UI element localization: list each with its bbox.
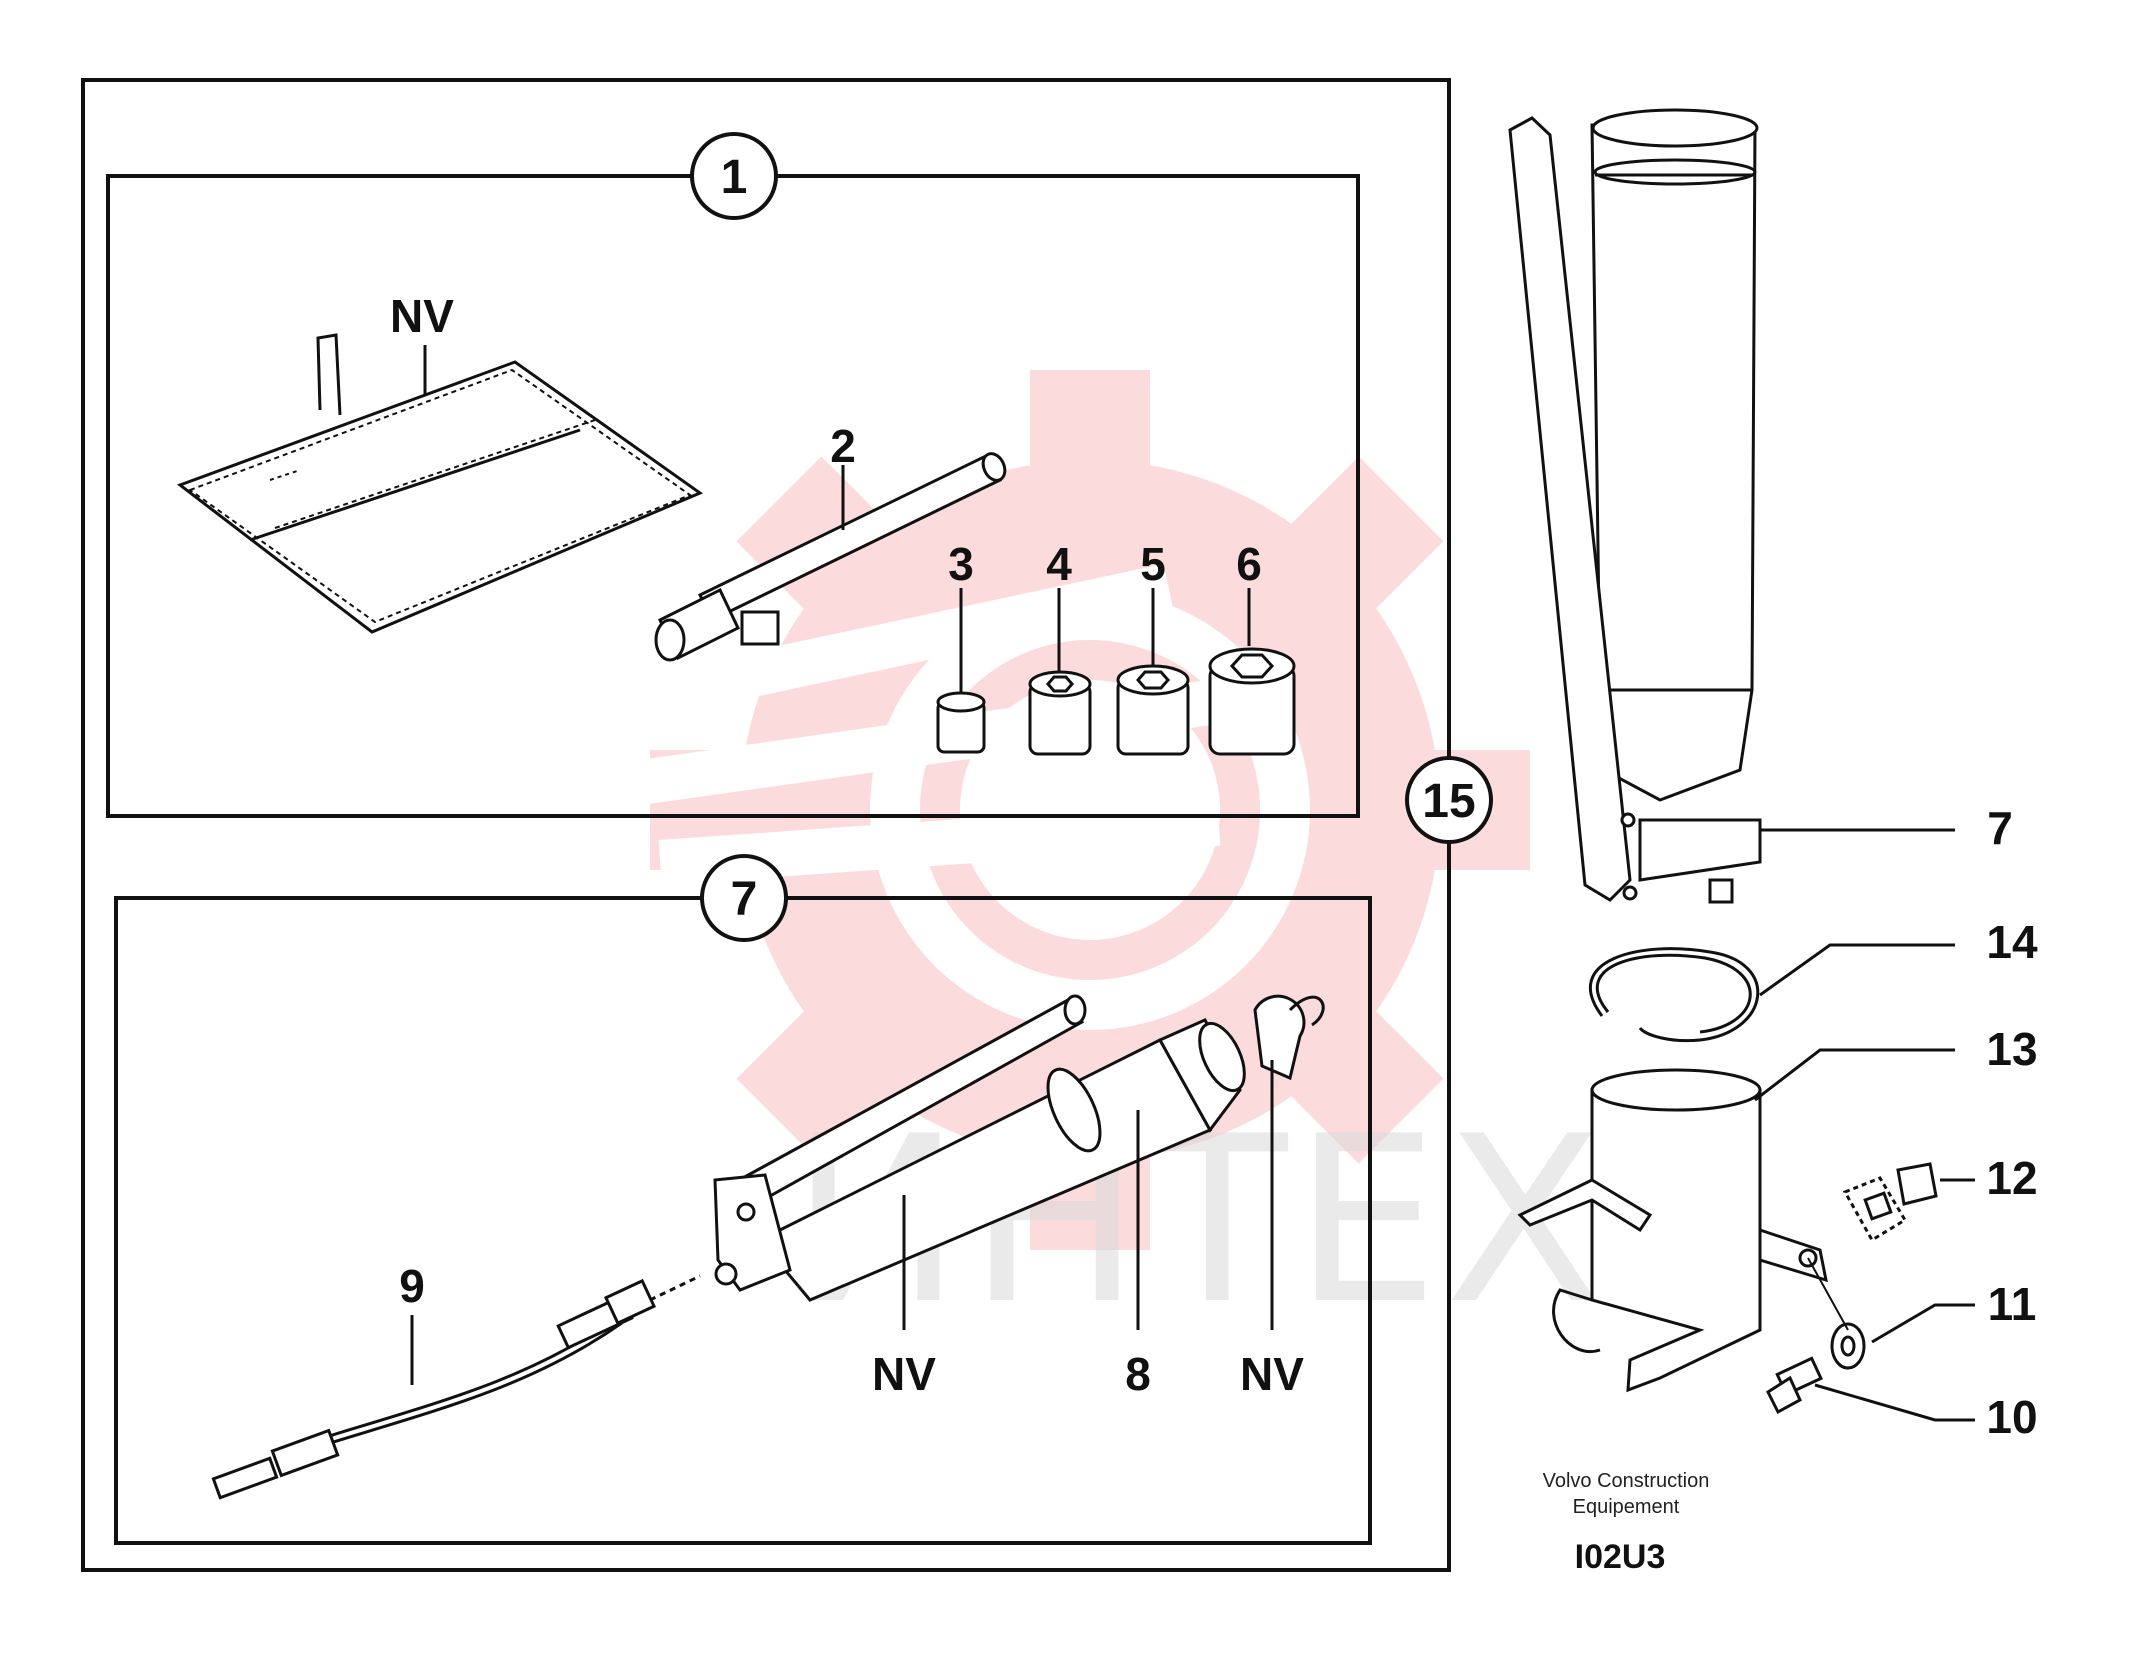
tool-bag	[176, 333, 704, 634]
leader-ring	[1759, 943, 1955, 997]
label-bolt-10: 10	[1986, 1391, 2037, 1443]
label-gun-barrel-nv: NV	[872, 1348, 936, 1400]
label-socket-3: 3	[948, 538, 974, 590]
grease-gun	[713, 994, 1325, 1302]
leader-holder	[1754, 1048, 1955, 1102]
socket-5	[1116, 664, 1190, 756]
leader-bolt	[1814, 1383, 1975, 1422]
socket-4	[1028, 670, 1092, 756]
callout-circle-15	[1405, 756, 1493, 844]
label-gun-cap-nv: NV	[1240, 1348, 1304, 1400]
holder-grease-gun	[1508, 108, 1762, 904]
label-holder-gun-7: 7	[1987, 802, 2013, 854]
hose	[211, 1274, 701, 1500]
label-socket-5: 5	[1140, 538, 1166, 590]
callout-15: 15	[1422, 775, 1475, 828]
callout-1: 1	[721, 151, 748, 204]
label-ring-14: 14	[1986, 916, 2038, 968]
label-handle-2: 2	[830, 420, 856, 472]
leader-washer	[1871, 1303, 1975, 1344]
socket-6	[1208, 647, 1296, 756]
footer-code: I02U3	[1575, 1538, 1666, 1576]
footer-manufacturer-line2: Equipement	[1573, 1496, 1680, 1518]
holder-bracket	[1517, 1068, 1828, 1393]
label-socket-6: 6	[1236, 538, 1262, 590]
label-bag-nv: NV	[390, 290, 454, 342]
clip-nut	[1842, 1162, 1938, 1243]
t-handle-wrench	[654, 452, 1007, 662]
washer	[1830, 1322, 1866, 1370]
callout-circle-7	[700, 854, 788, 942]
retaining-ring	[1588, 947, 1760, 1043]
washer-axis-line	[1807, 1257, 1849, 1331]
bolt	[1766, 1356, 1823, 1415]
label-nut-12: 12	[1986, 1152, 2037, 1204]
callout-circle-1	[690, 132, 778, 220]
footer-manufacturer-line1: Volvo Construction	[1543, 1470, 1710, 1492]
callout-7: 7	[731, 873, 758, 926]
socket-3	[936, 691, 986, 754]
label-washer-11: 11	[1988, 1278, 2037, 1330]
label-holder-13: 13	[1986, 1023, 2037, 1075]
label-hose-9: 9	[399, 1260, 425, 1312]
label-socket-4: 4	[1046, 538, 1072, 590]
label-gun-tube-8: 8	[1125, 1348, 1151, 1400]
